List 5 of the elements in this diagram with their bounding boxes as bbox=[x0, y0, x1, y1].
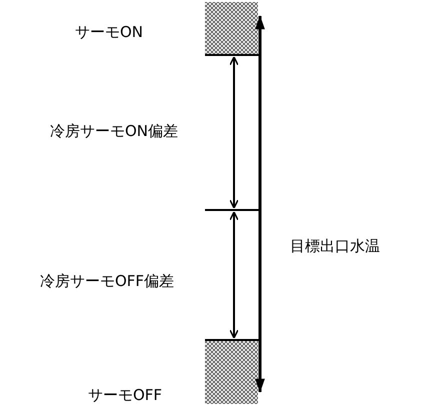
level-label: サーモOFF bbox=[88, 386, 162, 404]
level-label: サーモON bbox=[75, 23, 144, 41]
deviation-label: 冷房サーモON偏差 bbox=[50, 122, 178, 140]
deviation-label: 冷房サーモOFF偏差 bbox=[40, 272, 174, 290]
axis-label: 目標出口水温 bbox=[290, 237, 380, 255]
